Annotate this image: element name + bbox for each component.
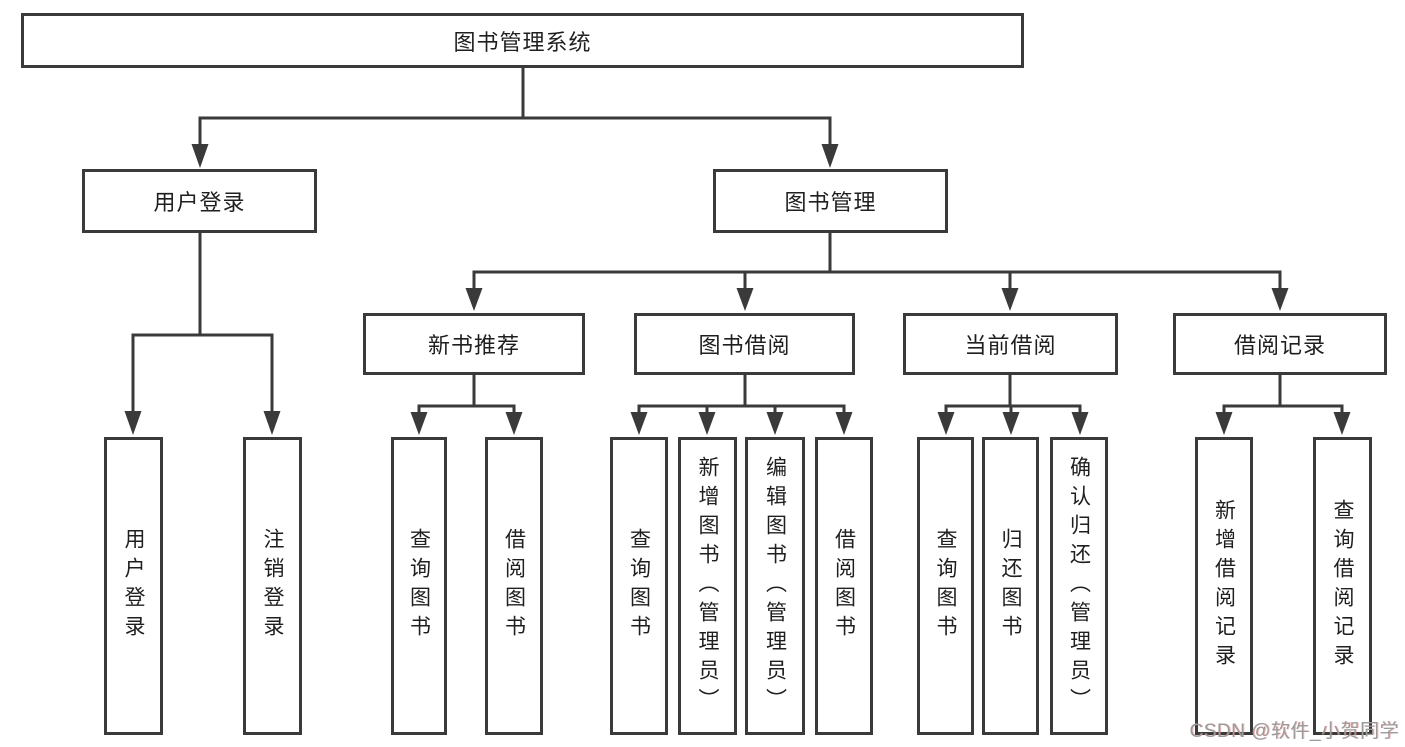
arrowhead (124, 411, 142, 435)
node-leaf-edit-book-admin-label: 编辑图书（管理员） (763, 455, 787, 717)
node-book-management: 图书管理 (713, 169, 948, 233)
node-leaf-add-book-admin-label: 新增图书（管理员） (696, 455, 719, 717)
node-user-login-label: 用户登录 (153, 190, 246, 215)
arrowhead (835, 412, 853, 435)
arrowhead (1271, 288, 1289, 311)
arrowhead (505, 412, 523, 435)
node-current-borrowing-label: 当前借阅 (964, 333, 1057, 358)
node-leaf-add-borrow-record: 新增借阅记录 (1195, 437, 1253, 735)
node-leaf-query-books-2: 查询图书 (610, 437, 668, 735)
arrowhead (937, 412, 955, 435)
arrowhead (263, 411, 281, 435)
node-leaf-edit-book-admin: 编辑图书（管理员） (745, 437, 805, 735)
node-borrowing-records-label: 借阅记录 (1233, 333, 1326, 358)
arrowhead (465, 288, 483, 311)
node-book-borrowing: 图书借阅 (634, 313, 855, 375)
node-leaf-borrow-books-1-label: 借阅图书 (502, 528, 526, 644)
arrowhead (630, 412, 648, 435)
node-current-borrowing: 当前借阅 (903, 313, 1118, 375)
arrowhead (1215, 412, 1233, 435)
node-root-label: 图书管理系统 (453, 29, 592, 55)
node-leaf-confirm-return-admin: 确认归还（管理员） (1050, 437, 1108, 735)
node-book-borrowing-label: 图书借阅 (698, 333, 791, 358)
node-leaf-return-books: 归还图书 (982, 437, 1039, 735)
arrowhead (1002, 412, 1020, 435)
node-user-login: 用户登录 (82, 169, 317, 233)
node-new-book-recommend-label: 新书推荐 (427, 333, 520, 358)
node-book-management-label: 图书管理 (784, 190, 877, 215)
node-leaf-borrow-books-1: 借阅图书 (485, 437, 543, 735)
arrowhead (698, 412, 716, 435)
arrowhead (766, 412, 784, 435)
node-leaf-query-books-2-label: 查询图书 (627, 528, 651, 644)
node-leaf-user-login-label: 用户登录 (122, 528, 145, 644)
node-leaf-user-login: 用户登录 (104, 437, 163, 735)
arrowheads (124, 144, 1351, 435)
node-leaf-return-books-label: 归还图书 (999, 528, 1022, 644)
node-leaf-borrow-books-2: 借阅图书 (815, 437, 873, 735)
arrowhead (410, 412, 428, 435)
node-leaf-query-borrow-record: 查询借阅记录 (1313, 437, 1372, 735)
arrowhead (191, 144, 209, 168)
node-leaf-add-book-admin: 新增图书（管理员） (678, 437, 737, 735)
arrowhead (1001, 288, 1019, 311)
node-borrowing-records: 借阅记录 (1173, 313, 1387, 375)
node-leaf-query-books-1-label: 查询图书 (407, 528, 431, 644)
arrowhead (1071, 412, 1089, 435)
node-leaf-logout-label: 注销登录 (261, 528, 284, 644)
arrowhead (1333, 412, 1351, 435)
node-root: 图书管理系统 (21, 13, 1024, 68)
arrowhead (821, 144, 839, 168)
arrowhead (736, 288, 754, 311)
node-leaf-borrow-books-2-label: 借阅图书 (832, 528, 856, 644)
node-leaf-confirm-return-admin-label: 确认归还（管理员） (1067, 455, 1091, 717)
node-leaf-add-borrow-record-label: 新增借阅记录 (1212, 499, 1236, 673)
node-leaf-query-borrow-record-label: 查询借阅记录 (1331, 499, 1354, 673)
node-leaf-logout: 注销登录 (243, 437, 302, 735)
node-leaf-query-books-1: 查询图书 (391, 437, 447, 735)
node-leaf-query-books-3: 查询图书 (917, 437, 974, 735)
node-leaf-query-books-3-label: 查询图书 (934, 528, 957, 644)
csdn-watermark: CSDN @软件_小贺同学 (1189, 721, 1399, 742)
node-new-book-recommend: 新书推荐 (363, 313, 585, 375)
